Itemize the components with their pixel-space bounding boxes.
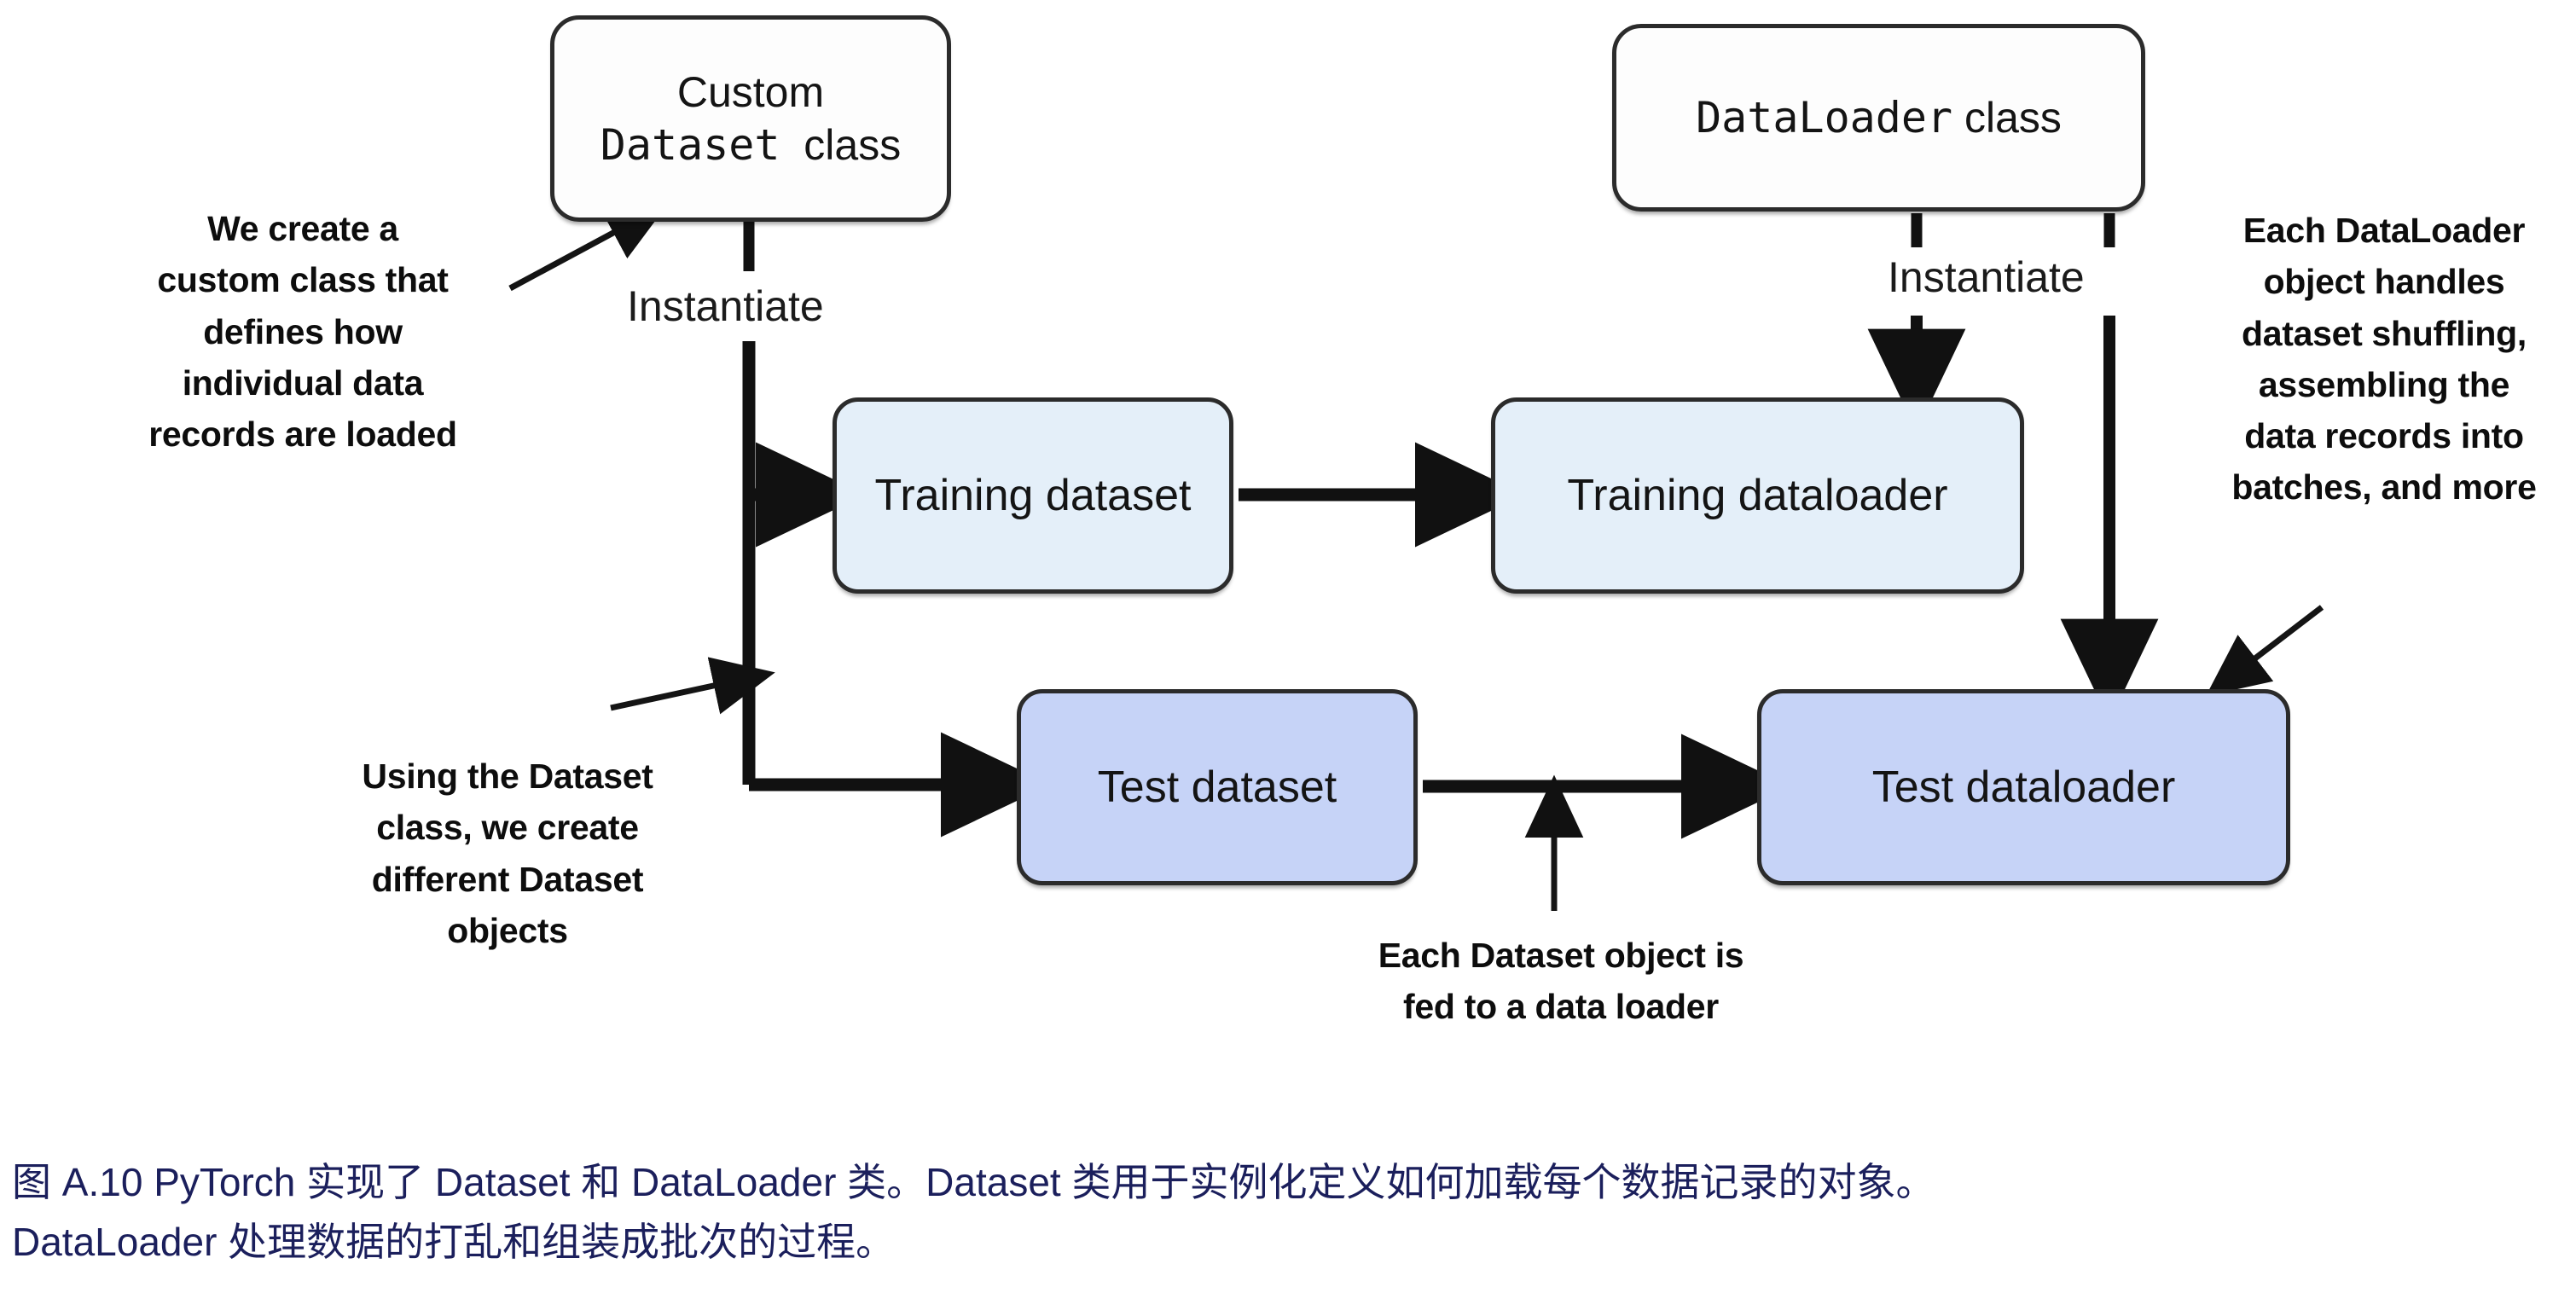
test-dataloader-label: Test dataloader: [1871, 762, 2176, 812]
annotation-using-dataset-class: Using the Dataset class, we create diffe…: [362, 757, 653, 950]
edge-label-instantiate-left: Instantiate: [627, 282, 824, 330]
figure-caption: 图 A.10 PyTorch 实现了 Dataset 和 DataLoader …: [12, 1160, 1935, 1264]
training-dataset-label: Training dataset: [874, 470, 1192, 520]
leader-using-dataset: [610, 657, 775, 715]
test-dataset-label: Test dataset: [1097, 762, 1337, 812]
custom-dataset-class-mono: Dataset: [600, 120, 780, 170]
dataloader-class-mono: DataLoader: [1696, 92, 1953, 142]
leader-we-create: [508, 203, 669, 292]
custom-dataset-class-sans: class: [804, 121, 902, 169]
node-dataloader-class[interactable]: DataLoader class: [1612, 24, 2145, 212]
edge-label-instantiate-right: Instantiate: [1888, 253, 2085, 301]
annotation-we-create-custom-class: We create a custom class that defines ho…: [148, 209, 457, 455]
dataloader-class-line: DataLoader class: [1696, 91, 2062, 145]
dataloader-class-sans: class: [1964, 93, 2062, 142]
node-custom-dataset-class[interactable]: Custom Dataset class: [550, 15, 951, 222]
node-test-dataloader[interactable]: Test dataloader: [1757, 689, 2290, 885]
diagram-canvas: Custom Dataset class DataLoader class Tr…: [148, 15, 2537, 1027]
annotation-each-dataloader-object: Each DataLoader object handles dataset s…: [2231, 211, 2537, 507]
node-training-dataloader[interactable]: Training dataloader: [1491, 397, 2024, 594]
training-dataloader-label: Training dataloader: [1567, 470, 1948, 520]
node-training-dataset[interactable]: Training dataset: [833, 397, 1233, 594]
node-test-dataset[interactable]: Test dataset: [1017, 689, 1418, 885]
annotation-each-dataset-object: Each Dataset object is fed to a data loa…: [1378, 936, 1744, 1027]
custom-dataset-class-line2: Dataset class: [600, 119, 901, 172]
custom-dataset-class-line1: Custom: [676, 67, 825, 116]
leader-each-dataloader: [2205, 605, 2324, 697]
